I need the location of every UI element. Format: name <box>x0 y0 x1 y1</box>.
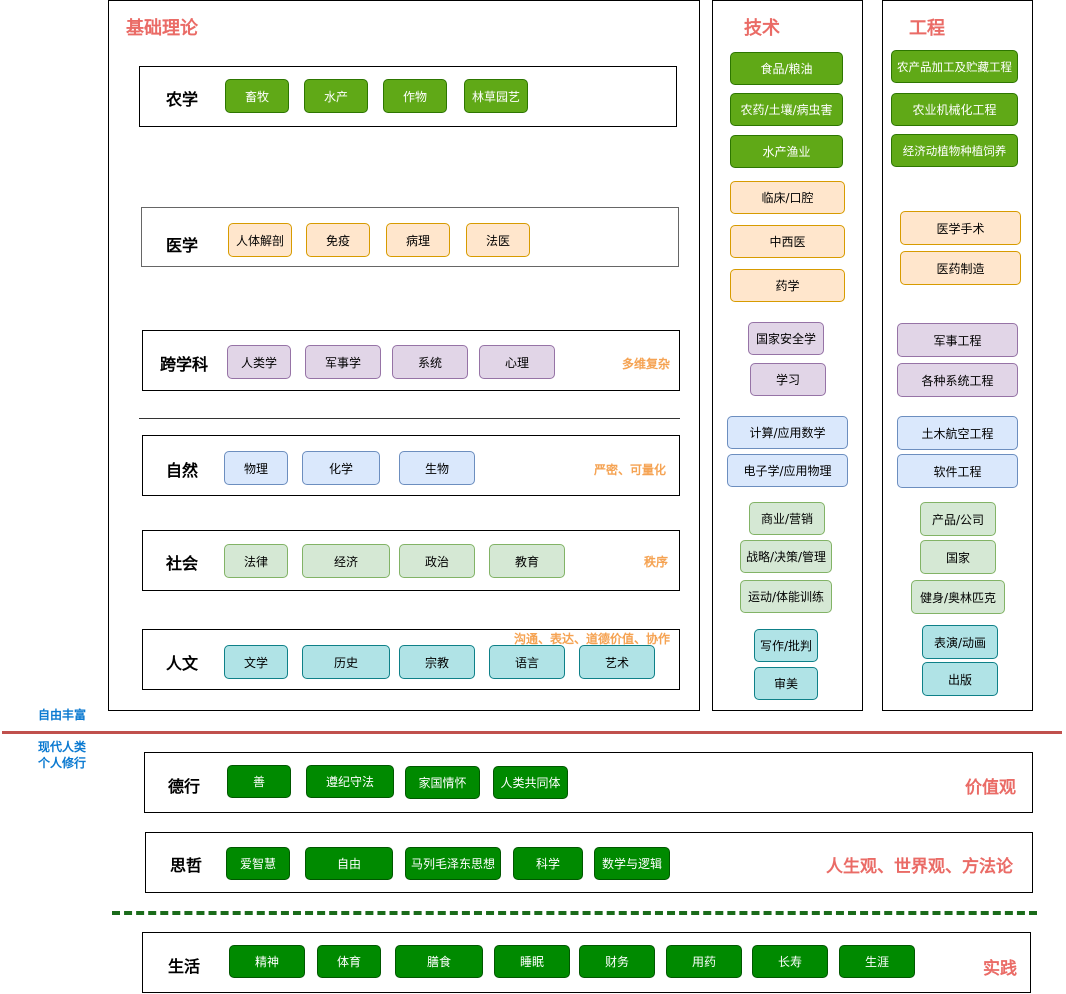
eng-chip-13[interactable]: 出版 <box>922 662 998 696</box>
tech-chip-2[interactable]: 水产渔业 <box>730 135 843 168</box>
tech-chip-6[interactable]: 国家安全学 <box>748 322 824 355</box>
chip-med-0[interactable]: 人体解剖 <box>228 223 292 257</box>
tech-chip-0[interactable]: 食品/粮油 <box>730 52 843 85</box>
row-medicine-label: 医学 <box>166 236 199 255</box>
chip-nat-2[interactable]: 生物 <box>399 451 475 485</box>
eng-chip-6[interactable]: 各种系统工程 <box>897 363 1018 397</box>
eng-chip-4[interactable]: 医药制造 <box>900 251 1021 285</box>
eng-chip-8[interactable]: 软件工程 <box>897 454 1018 488</box>
chip-life-2[interactable]: 膳食 <box>395 945 483 978</box>
chip-soc-1[interactable]: 经济 <box>302 544 390 578</box>
note-practice: 实践 <box>983 959 1017 979</box>
eng-chip-2[interactable]: 经济动植物种植饲养 <box>891 134 1018 167</box>
chip-phil-1[interactable]: 自由 <box>305 847 393 880</box>
row-humanities-label: 人文 <box>166 654 199 673</box>
eng-chip-10[interactable]: 国家 <box>920 540 996 574</box>
chip-soc-2[interactable]: 政治 <box>399 544 475 578</box>
tech-chip-12[interactable]: 运动/体能训练 <box>740 580 832 613</box>
tech-chip-10[interactable]: 商业/营销 <box>749 502 825 535</box>
tech-chip-14[interactable]: 审美 <box>754 667 818 700</box>
chip-life-6[interactable]: 长寿 <box>752 945 828 978</box>
chip-phil-2[interactable]: 马列毛泽东思想 <box>405 847 501 880</box>
eng-chip-7[interactable]: 土木航空工程 <box>897 416 1018 450</box>
chip-phil-4[interactable]: 数学与逻辑 <box>594 847 670 880</box>
side-label-modern-humans: 现代人类 <box>38 740 87 754</box>
chip-agri-3[interactable]: 林草园艺 <box>464 79 528 113</box>
note-values: 价值观 <box>965 778 1016 798</box>
tech-chip-8[interactable]: 计算/应用数学 <box>727 416 848 449</box>
eng-chip-12[interactable]: 表演/动画 <box>922 625 998 659</box>
chip-life-3[interactable]: 睡眠 <box>494 945 570 978</box>
chip-cross-2[interactable]: 系统 <box>392 345 468 379</box>
row-society-label: 社会 <box>166 554 199 573</box>
eng-chip-11[interactable]: 健身/奥林匹克 <box>911 580 1005 614</box>
chip-hum-0[interactable]: 文学 <box>224 645 288 679</box>
row-interdisciplinary-label: 跨学科 <box>160 355 209 374</box>
tech-chip-4[interactable]: 中西医 <box>730 225 845 258</box>
tech-chip-13[interactable]: 写作/批判 <box>754 629 818 662</box>
chip-hum-1[interactable]: 历史 <box>302 645 390 679</box>
side-label-free-rich: 自由丰富 <box>38 708 87 722</box>
section-divider <box>139 418 680 419</box>
chip-phil-0[interactable]: 爱智慧 <box>226 847 290 880</box>
chip-agri-2[interactable]: 作物 <box>383 79 447 113</box>
chip-med-2[interactable]: 病理 <box>386 223 450 257</box>
chip-soc-3[interactable]: 教育 <box>489 544 565 578</box>
tech-title: 技术 <box>744 18 780 39</box>
chip-agri-0[interactable]: 畜牧 <box>225 79 289 113</box>
side-label-personal-cultivation: 个人修行 <box>38 756 87 770</box>
eng-chip-1[interactable]: 农业机械化工程 <box>891 93 1018 126</box>
eng-chip-3[interactable]: 医学手术 <box>900 211 1021 245</box>
eng-chip-9[interactable]: 产品/公司 <box>920 502 996 536</box>
engineering-title: 工程 <box>909 18 945 39</box>
eng-chip-0[interactable]: 农产品加工及贮藏工程 <box>891 50 1018 83</box>
tech-chip-11[interactable]: 战略/决策/管理 <box>740 540 832 573</box>
note-multidimensional: 多维复杂 <box>622 357 671 371</box>
chip-virtue-1[interactable]: 遵纪守法 <box>306 765 394 798</box>
chip-soc-0[interactable]: 法律 <box>224 544 288 578</box>
row-nature-label: 自然 <box>166 461 199 480</box>
row-philosophy-label: 思哲 <box>170 856 203 875</box>
chip-hum-3[interactable]: 语言 <box>489 645 565 679</box>
tech-chip-5[interactable]: 药学 <box>730 269 845 302</box>
note-communication: 沟通、表达、道德价值、协作 <box>514 632 671 646</box>
chip-cross-3[interactable]: 心理 <box>479 345 555 379</box>
note-order: 秩序 <box>644 555 669 569</box>
chip-life-7[interactable]: 生涯 <box>839 945 915 978</box>
basic-theory-title: 基础理论 <box>126 18 198 39</box>
chip-hum-4[interactable]: 艺术 <box>579 645 655 679</box>
chip-agri-1[interactable]: 水产 <box>304 79 368 113</box>
dashed-divider <box>112 911 1037 915</box>
note-worldview: 人生观、世界观、方法论 <box>826 857 1013 877</box>
chip-life-4[interactable]: 财务 <box>579 945 655 978</box>
chip-nat-1[interactable]: 化学 <box>302 451 380 485</box>
chip-nat-0[interactable]: 物理 <box>224 451 288 485</box>
chip-med-1[interactable]: 免疫 <box>306 223 370 257</box>
note-rigorous: 严密、可量化 <box>594 463 667 477</box>
tech-chip-7[interactable]: 学习 <box>750 363 826 396</box>
red-divider <box>2 731 1062 734</box>
row-virtue <box>144 752 1033 813</box>
chip-cross-1[interactable]: 军事学 <box>305 345 381 379</box>
chip-phil-3[interactable]: 科学 <box>513 847 583 880</box>
chip-life-0[interactable]: 精神 <box>229 945 305 978</box>
chip-life-1[interactable]: 体育 <box>317 945 381 978</box>
row-virtue-label: 德行 <box>168 777 201 796</box>
row-agriculture-label: 农学 <box>166 90 199 109</box>
chip-virtue-0[interactable]: 善 <box>227 765 291 798</box>
row-philosophy <box>145 832 1033 893</box>
chip-med-3[interactable]: 法医 <box>466 223 530 257</box>
chip-virtue-3[interactable]: 人类共同体 <box>493 766 568 799</box>
tech-chip-1[interactable]: 农药/土壤/病虫害 <box>730 93 843 126</box>
chip-hum-2[interactable]: 宗教 <box>399 645 475 679</box>
eng-chip-5[interactable]: 军事工程 <box>897 323 1018 357</box>
chip-virtue-2[interactable]: 家国情怀 <box>405 766 480 799</box>
chip-life-5[interactable]: 用药 <box>666 945 742 978</box>
row-life-label: 生活 <box>168 957 201 976</box>
tech-chip-9[interactable]: 电子学/应用物理 <box>727 454 848 487</box>
chip-cross-0[interactable]: 人类学 <box>227 345 291 379</box>
tech-chip-3[interactable]: 临床/口腔 <box>730 181 845 214</box>
